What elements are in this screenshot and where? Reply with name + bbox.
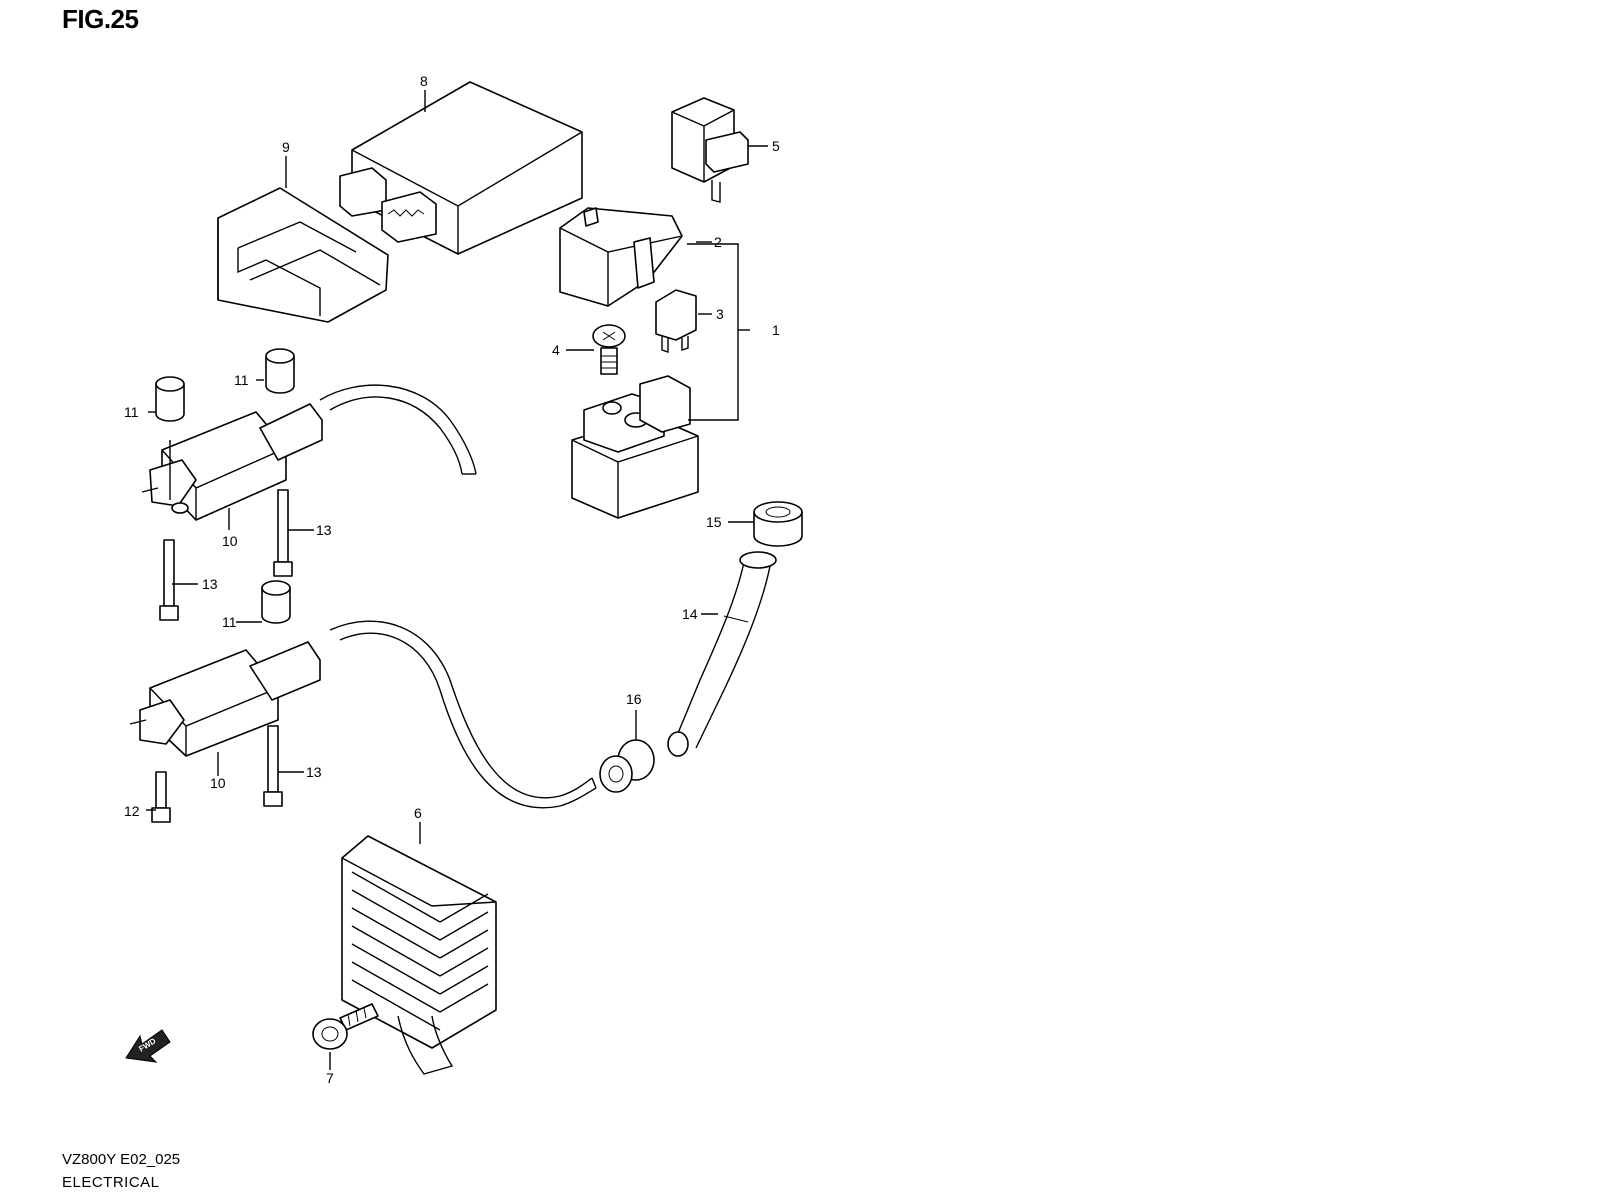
callout-13-c: 13 (306, 764, 322, 780)
part-14-tube (667, 551, 777, 757)
part-3-fuse (655, 289, 697, 353)
part-10-ignition-coil-upper (141, 384, 477, 521)
part-1-starter-relay (571, 375, 699, 519)
part-15-grommet (753, 501, 803, 547)
fwd-arrow-icon: FWD (125, 1029, 171, 1063)
callout-8: 8 (420, 73, 428, 89)
callout-11-a: 11 (234, 372, 249, 388)
diagram-name: ELECTRICAL (62, 1174, 160, 1191)
part-4-screw (592, 324, 626, 375)
callout-13-b: 13 (202, 576, 218, 592)
callout-16: 16 (626, 691, 642, 707)
part-11-spacers (155, 348, 295, 624)
part-12-bolt (151, 771, 171, 823)
callout-6: 6 (414, 805, 422, 821)
part-16-grommet (599, 739, 655, 793)
part-6-regulator-rectifier (341, 835, 497, 1075)
figure-title: FIG.25 (62, 4, 139, 34)
part-8-control-unit (339, 81, 583, 255)
diagram-code: VZ800Y E02_025 (62, 1151, 181, 1168)
callout-5: 5 (772, 138, 780, 154)
callout-12: 12 (124, 803, 140, 819)
callout-15: 15 (706, 514, 722, 530)
callout-labels: 1 2 3 4 5 6 7 8 9 10 10 11 11 11 12 13 1… (124, 73, 780, 1086)
callout-10-lower: 10 (210, 775, 226, 791)
part-13-bolts (159, 489, 293, 807)
part-2-relay-cover (559, 207, 683, 307)
callout-3: 3 (716, 306, 724, 322)
part-7-bolt (312, 1003, 379, 1050)
callout-10-upper: 10 (222, 533, 238, 549)
callout-2: 2 (714, 234, 722, 250)
callout-14: 14 (682, 606, 698, 622)
part-5-relay (671, 97, 749, 203)
callout-9: 9 (282, 139, 290, 155)
callout-11-c: 11 (222, 614, 237, 630)
leader-lines (146, 90, 768, 1070)
callout-13-a: 13 (316, 522, 332, 538)
callout-7: 7 (326, 1070, 334, 1086)
callout-4: 4 (552, 342, 560, 358)
part-10-ignition-coil-lower (129, 620, 597, 809)
callout-1: 1 (772, 322, 780, 338)
callout-11-b: 11 (124, 404, 139, 420)
part-9-cover (217, 187, 389, 323)
group-bracket-1 (687, 243, 739, 421)
